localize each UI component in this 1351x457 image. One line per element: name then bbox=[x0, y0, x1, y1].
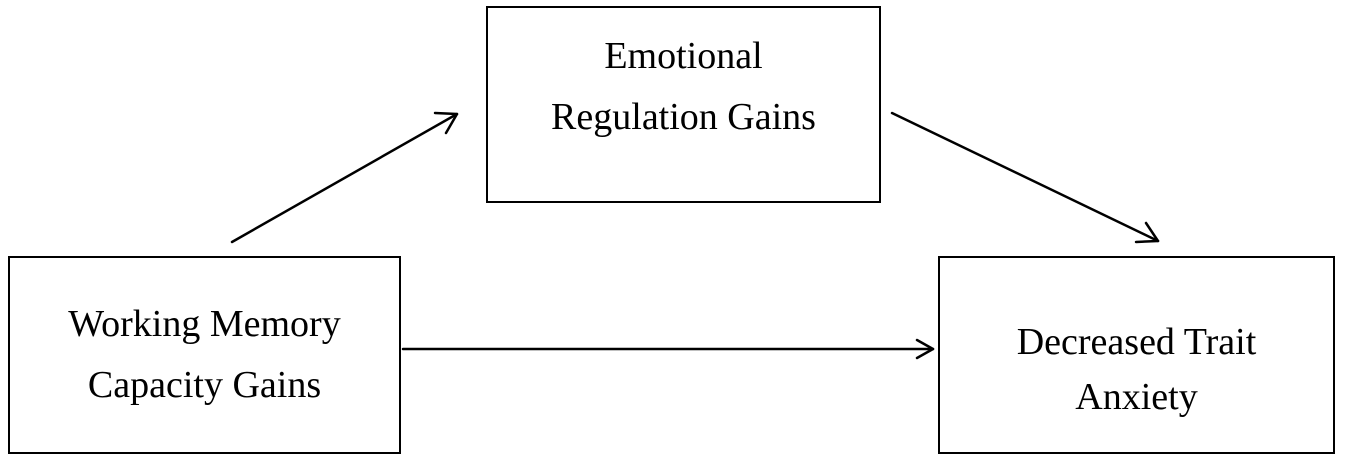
arrow-working-to-emotional bbox=[230, 111, 459, 244]
node-emotional-line-2: Regulation Gains bbox=[551, 95, 816, 138]
node-anxiety-line-1: Decreased Trait bbox=[1016, 320, 1257, 363]
node-working-line-2: Capacity Gains bbox=[87, 364, 322, 406]
node-decreased-trait-anxiety: Decreased Trait Anxiety bbox=[938, 256, 1335, 454]
node-emotional-line-1: Emotional bbox=[604, 35, 763, 77]
arrow-working-to-anxiety bbox=[401, 338, 935, 360]
node-anxiety-line-2: Anxiety bbox=[1075, 376, 1198, 418]
node-working-memory-capacity-gains: Working Memory Capacity Gains bbox=[8, 256, 401, 454]
node-working-line-1: Working Memory bbox=[68, 303, 341, 346]
node-emotional-regulation-gains: Emotional Regulation Gains bbox=[486, 6, 881, 203]
arrow-emotional-to-anxiety bbox=[890, 111, 1160, 244]
